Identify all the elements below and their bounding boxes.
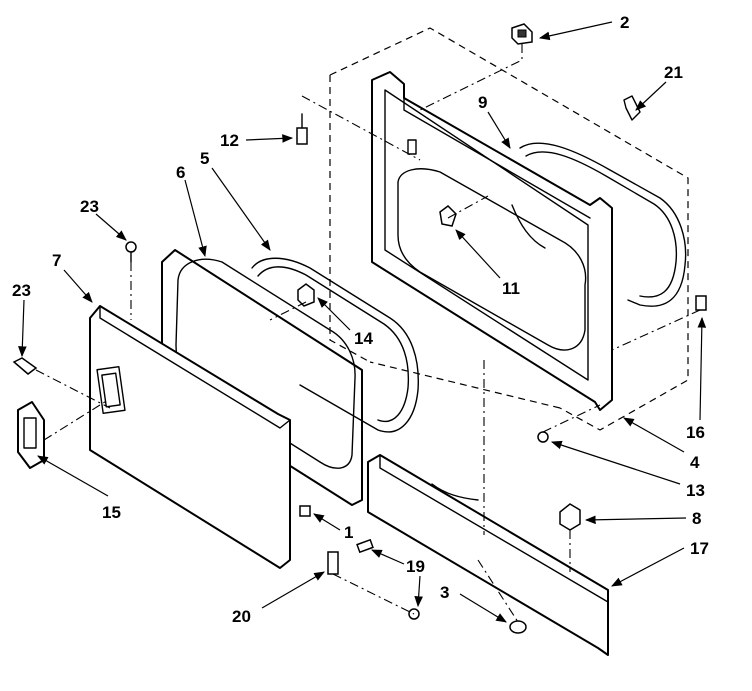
front-panel	[371, 71, 613, 411]
part-2-bracket	[511, 23, 533, 45]
part-1-pin	[299, 505, 311, 517]
assembly-lines	[35, 44, 701, 623]
part-8-clip	[559, 503, 581, 531]
callout-7: 7	[52, 251, 61, 270]
callout-1: 1	[344, 523, 353, 542]
part-20-hinge	[327, 551, 339, 575]
callout-4: 4	[690, 453, 700, 472]
part-19-screw-upper	[356, 538, 374, 554]
cabinet-outline	[329, 27, 689, 431]
part-21-clip	[623, 95, 641, 121]
callout-13: 13	[686, 481, 705, 500]
callout-3: 3	[440, 583, 449, 602]
callout-23-left: 23	[12, 281, 31, 300]
callout-17: 17	[690, 539, 709, 558]
callout-9: 9	[478, 93, 487, 112]
callout-2: 2	[620, 13, 629, 32]
door-handle	[17, 401, 45, 469]
part-12-screw	[296, 113, 308, 145]
outer-door	[89, 305, 291, 569]
part-23-screw-left	[12, 357, 38, 375]
callout-14: 14	[354, 329, 373, 348]
callout-11: 11	[502, 279, 520, 298]
callout-20: 20	[232, 607, 251, 626]
part-16-bracket	[695, 295, 707, 311]
callout-19: 19	[406, 557, 425, 576]
part-11-strike	[439, 205, 457, 227]
callout-21: 21	[664, 63, 683, 82]
callout-23-top: 23	[80, 197, 99, 216]
part-14-latch	[297, 283, 315, 307]
callout-labels: 2 21 9 12 6 5 23 11 7 23 14 16 4 13 15 1…	[12, 13, 709, 626]
callout-6: 6	[176, 163, 185, 182]
part-23-screw-top	[125, 241, 137, 263]
callout-15: 15	[102, 503, 121, 522]
leader-arrows	[18, 21, 707, 623]
toe-panel	[367, 454, 609, 656]
callout-12: 12	[220, 131, 239, 150]
part-3-foot	[509, 620, 527, 634]
panel-seal	[511, 142, 687, 307]
part-13-screw	[537, 431, 549, 443]
callout-16: 16	[686, 423, 705, 442]
door-gasket	[251, 257, 419, 433]
callout-5: 5	[200, 149, 209, 168]
callout-8: 8	[692, 509, 701, 528]
